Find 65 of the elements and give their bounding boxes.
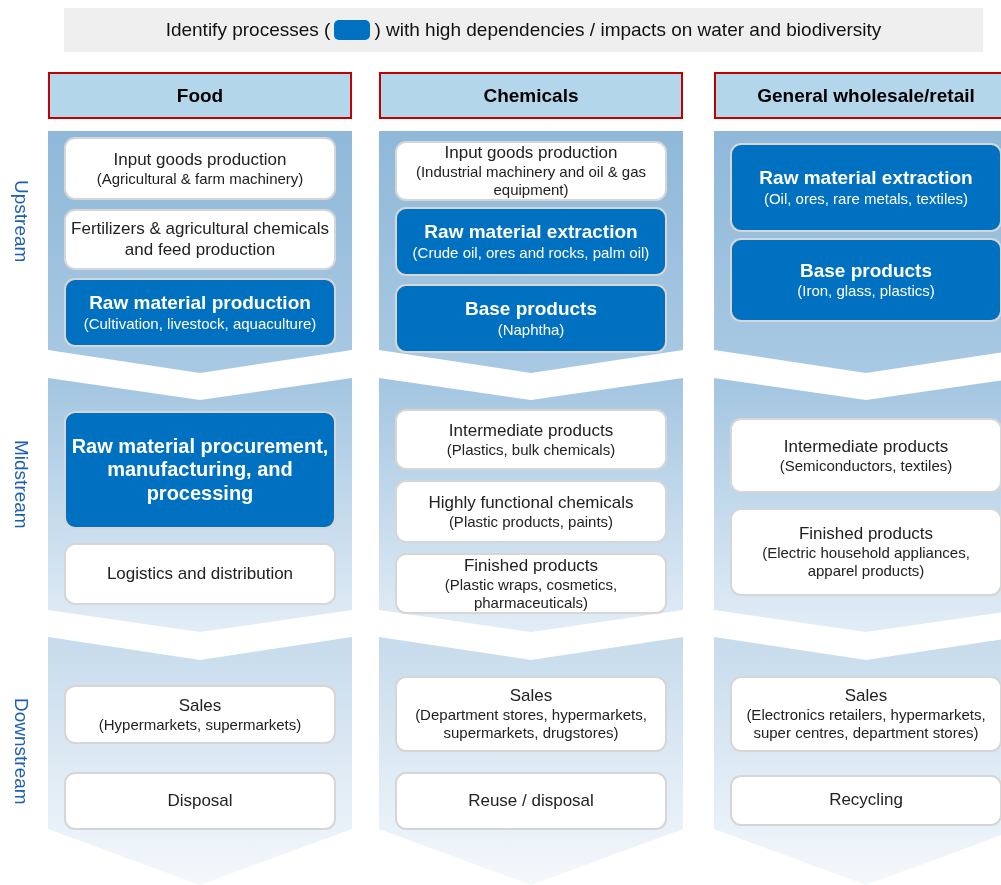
process-detail: (Agricultural & farm machinery) — [96, 169, 304, 188]
process-box — [64, 137, 336, 200]
column-header: Chemicals — [379, 72, 683, 119]
process-box — [64, 543, 336, 605]
process-box — [730, 508, 1001, 596]
process-detail: (Semiconductors, textiles) — [779, 456, 953, 475]
banner-text: ) with high dependencies / impacts on water and biodiversity — [374, 19, 882, 41]
process-title: Input goods production — [444, 143, 618, 164]
process-title: Finished products — [463, 555, 599, 576]
process-box — [64, 685, 336, 744]
process-title: Input goods production — [113, 149, 287, 170]
process-title: Logistics and distribution — [106, 563, 294, 584]
process-box — [730, 238, 1001, 322]
process-box — [395, 553, 667, 614]
stage-label: Upstream — [10, 180, 32, 263]
process-title: Raw material production — [89, 292, 311, 315]
process-box — [730, 775, 1001, 826]
column-header: General wholesale/retail — [714, 72, 1001, 119]
process-title: Sales — [178, 695, 222, 716]
process-title: Raw material extraction — [424, 221, 638, 244]
process-title: Highly functional chemicals — [428, 492, 634, 513]
process-title: Raw material procurement, manufacturing, and processing — [70, 434, 330, 506]
process-box — [64, 209, 336, 270]
process-box — [395, 207, 667, 276]
process-detail: (Cultivation, livestock, aquaculture) — [83, 314, 317, 333]
process-title: Reuse / disposal — [468, 790, 594, 811]
process-box — [395, 772, 667, 830]
process-box — [64, 411, 336, 529]
process-title: Intermediate products — [783, 436, 949, 457]
stage-label: Midstream — [10, 440, 32, 529]
process-title: Sales — [844, 686, 888, 707]
process-title: Fertilizers & agricultural chemicals and feed production — [70, 219, 330, 260]
column-header: Food — [48, 72, 352, 119]
stage-label: Downstream — [10, 698, 32, 805]
banner-text: Identify processes ( — [165, 19, 331, 41]
process-detail: (Oil, ores, rare metals, textiles) — [763, 189, 969, 208]
process-title: Recycling — [829, 790, 903, 811]
process-title: Intermediate products — [448, 420, 614, 441]
process-detail: (Plastics, bulk chemicals) — [446, 440, 616, 459]
process-box — [395, 141, 667, 201]
process-detail: (Crude oil, ores and rocks, palm oil) — [412, 243, 650, 262]
process-detail: (Electronics retailers, hypermarkets, super centres, department stores) — [745, 706, 987, 742]
process-title: Base products — [465, 298, 597, 321]
process-box — [730, 676, 1001, 752]
process-title: Finished products — [798, 524, 934, 545]
process-detail: (Industrial machinery and oil & gas equipment) — [414, 163, 648, 199]
process-title: Raw material extraction — [759, 167, 973, 190]
process-box — [64, 278, 336, 347]
process-detail: (Iron, glass, plastics) — [797, 282, 935, 301]
process-title: Disposal — [167, 790, 233, 811]
process-detail: (Hypermarkets, supermarkets) — [98, 715, 302, 734]
process-box — [395, 409, 667, 470]
process-title: Sales — [509, 686, 553, 707]
process-title: Base products — [800, 259, 932, 283]
process-detail: (Naphtha) — [497, 320, 565, 339]
process-box — [64, 772, 336, 830]
process-box — [395, 284, 667, 353]
process-box — [395, 676, 667, 752]
process-box — [730, 418, 1001, 493]
process-detail: (Department stores, hypermarkets, supermarkets, drugstores) — [414, 706, 648, 742]
process-box — [730, 143, 1001, 232]
process-detail: (Electric household appliances, apparel products) — [761, 544, 971, 580]
process-detail: (Plastic products, paints) — [448, 512, 614, 531]
process-box — [395, 480, 667, 543]
process-detail: (Plastic wraps, cosmetics, pharmaceuticals) — [443, 575, 619, 612]
